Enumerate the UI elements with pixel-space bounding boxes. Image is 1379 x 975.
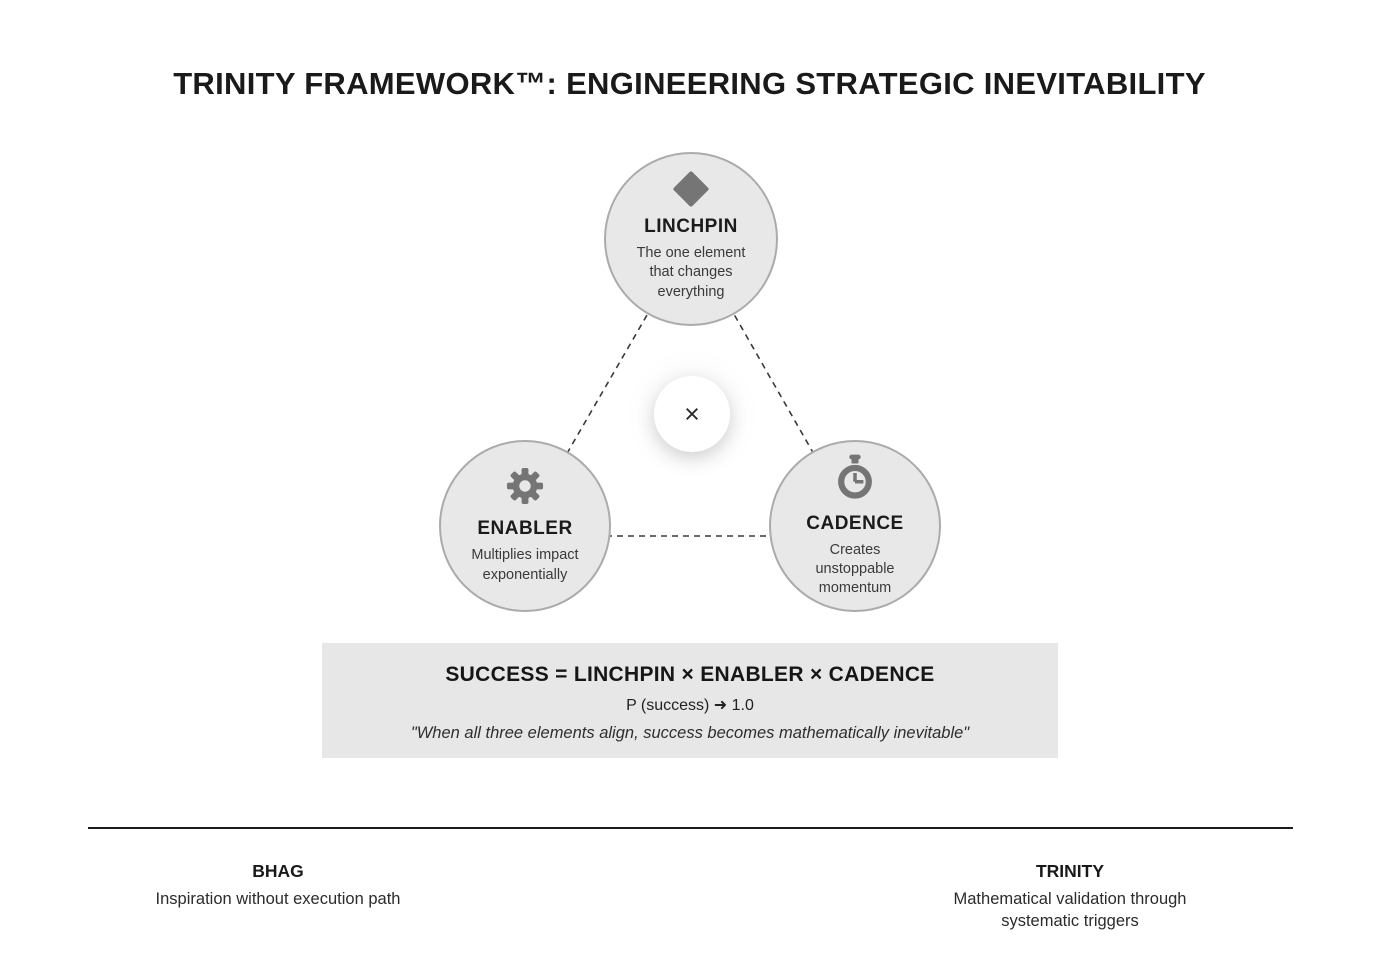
- node-enabler-description: Multiplies impact exponentially: [471, 547, 579, 583]
- formula-probability: P (success) ➜ 1.0: [626, 697, 754, 714]
- formula-equation: SUCCESS = LINCHPIN × ENABLER × CADENCE: [445, 663, 935, 686]
- footer-trinity-title: TRINITY: [1035, 861, 1105, 881]
- footer-bhag-description: Inspiration without execution path: [155, 890, 401, 908]
- footer-bhag-title: BHAG: [252, 861, 304, 881]
- footer-trinity-column: TRINITY Mathematical validation through …: [870, 861, 1270, 933]
- footer-divider: [88, 827, 1293, 829]
- formula-quote: "When all three elements align, success …: [410, 724, 970, 742]
- node-enabler-label: ENABLER: [477, 518, 573, 540]
- node-cadence-description: Creates unstoppable momentum: [815, 541, 895, 597]
- page-title: TRINITY FRAMEWORK™: ENGINEERING STRATEGI…: [173, 66, 1206, 101]
- node-cadence: CADENCE Creates unstoppable momentum: [769, 440, 941, 612]
- stopwatch-icon: [836, 454, 874, 505]
- multiply-icon: ×: [684, 398, 700, 429]
- node-linchpin: LINCHPIN The one element that changes ev…: [604, 152, 778, 326]
- gear-icon: [506, 467, 544, 510]
- footer-bhag-column: BHAG Inspiration without execution path: [88, 861, 468, 910]
- diamond-icon: [672, 170, 710, 208]
- node-linchpin-label: LINCHPIN: [644, 216, 738, 238]
- multiply-operator-circle: ×: [654, 376, 730, 452]
- footer-trinity-description: Mathematical validation through systemat…: [953, 890, 1187, 931]
- node-linchpin-description: The one element that changes everything: [636, 245, 746, 300]
- success-formula-box: SUCCESS = LINCHPIN × ENABLER × CADENCE P…: [322, 643, 1058, 758]
- node-enabler: ENABLER Multiplies impact exponentially: [439, 440, 611, 612]
- node-cadence-label: CADENCE: [806, 512, 904, 534]
